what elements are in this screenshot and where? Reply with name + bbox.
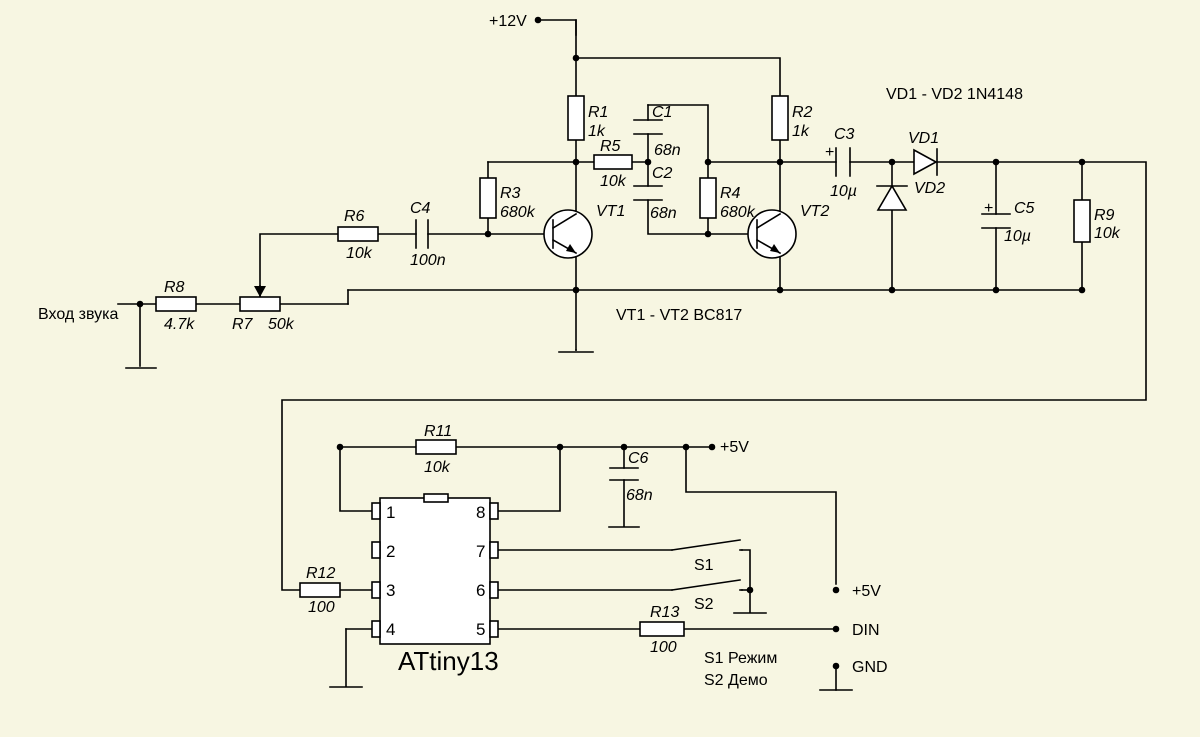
- capacitor-c4: [415, 219, 429, 249]
- pin-6-label: 6: [476, 581, 485, 600]
- transistor-vt2: [747, 209, 797, 259]
- r9-value: 10k: [1094, 225, 1121, 242]
- resistor-r1: [567, 95, 585, 141]
- c3-polarity: +: [825, 144, 834, 161]
- c4-ref: C4: [410, 200, 431, 217]
- resistor-r5: [593, 154, 633, 170]
- legend-s2: S2 Демо: [704, 672, 768, 689]
- rail-plus5-out-label: +5V: [852, 583, 881, 600]
- capacitor-c2: [633, 185, 663, 201]
- junction-dots: [136, 16, 1086, 670]
- c3-ref: C3: [834, 126, 855, 143]
- ground-symbols: [125, 351, 853, 691]
- c5-value: 10µ: [1004, 228, 1031, 245]
- pin-2-label: 2: [386, 542, 395, 561]
- pin-7-label: 7: [476, 542, 485, 561]
- r13-value: 100: [650, 639, 677, 656]
- r4-ref: R4: [720, 185, 741, 202]
- capacitor-c6: [609, 467, 639, 481]
- resistor-r12: [299, 582, 341, 598]
- wiper-arrow-icon: [254, 286, 266, 297]
- capacitor-c1: [633, 119, 663, 135]
- resistor-r6: [337, 226, 379, 242]
- c3-value: 10µ: [830, 183, 857, 200]
- r7-value: 50k: [268, 316, 295, 333]
- pin-4-label: 4: [386, 620, 395, 639]
- r9-ref: R9: [1094, 207, 1115, 224]
- s2-ref: S2: [694, 596, 714, 613]
- rail-plus5-top-label: +5V: [720, 439, 749, 456]
- diodes: [876, 148, 938, 211]
- c6-ref: C6: [628, 450, 649, 467]
- pin-1-label: 1: [386, 503, 395, 522]
- c4-value: 100n: [410, 252, 446, 269]
- r8-value: 4.7k: [164, 316, 195, 333]
- labels: +12V VD1 - VD2 1N4148 VT1 - VT2 BC817 Вх…: [38, 13, 1121, 689]
- resistor-r8: [155, 296, 197, 312]
- resistor-r2: [771, 95, 789, 141]
- chip-name: ATtiny13: [398, 646, 499, 676]
- pin-8-label: 8: [476, 503, 485, 522]
- r1-value: 1k: [588, 123, 606, 140]
- r5-ref: R5: [600, 138, 621, 155]
- r3-ref: R3: [500, 185, 521, 202]
- legend-s1: S1 Режим: [704, 650, 777, 667]
- input-label: Вход звука: [38, 306, 118, 323]
- r5-value: 10k: [600, 173, 627, 190]
- r7-ref: R7: [232, 316, 254, 333]
- c5-polarity: +: [984, 200, 993, 217]
- switch-s1: [671, 539, 743, 551]
- diode-vd1: [913, 148, 938, 176]
- resistor-r4: [699, 177, 717, 219]
- resistors: [155, 95, 1091, 637]
- vd1-ref: VD1: [908, 130, 939, 147]
- r12-ref: R12: [306, 565, 335, 582]
- capacitor-c5: [981, 213, 1011, 229]
- resistor-r7: [239, 296, 281, 312]
- r4-value: 680k: [720, 204, 756, 221]
- r13-ref: R13: [650, 604, 679, 621]
- resistor-r3: [479, 177, 497, 219]
- resistor-r13: [639, 621, 685, 637]
- c1-value: 68n: [654, 142, 681, 159]
- c5-ref: C5: [1014, 200, 1035, 217]
- transistor-vt1: [543, 209, 593, 259]
- capacitors: [415, 119, 1011, 481]
- vt2-ref: VT2: [800, 203, 829, 220]
- r2-ref: R2: [792, 104, 813, 121]
- resistor-r11: [415, 439, 457, 455]
- resistor-r9: [1073, 199, 1091, 243]
- switch-s2: [671, 579, 743, 591]
- c6-value: 68n: [626, 487, 653, 504]
- r3-value: 680k: [500, 204, 536, 221]
- transistors-note: VT1 - VT2 BC817: [616, 307, 742, 324]
- r12-value: 100: [308, 599, 335, 616]
- r1-ref: R1: [588, 104, 608, 121]
- capacitor-c3: [835, 147, 851, 177]
- r8-ref: R8: [164, 279, 185, 296]
- r6-value: 10k: [346, 245, 373, 262]
- pin-5-label: 5: [476, 620, 485, 639]
- attiny13-chip: [371, 493, 499, 645]
- r2-value: 1k: [792, 123, 810, 140]
- gnd-label: GND: [852, 659, 888, 676]
- s1-ref: S1: [694, 557, 714, 574]
- r11-ref: R11: [424, 423, 452, 440]
- vd2-ref: VD2: [914, 180, 945, 197]
- r11-value: 10k: [424, 459, 451, 476]
- diode-vd2: [876, 184, 908, 211]
- wires: [117, 19, 1147, 691]
- c2-value: 68n: [650, 205, 677, 222]
- rail-plus12-label: +12V: [489, 13, 527, 30]
- din-label: DIN: [852, 622, 880, 639]
- c2-ref: C2: [652, 165, 673, 182]
- vt1-ref: VT1: [596, 203, 625, 220]
- diodes-note: VD1 - VD2 1N4148: [886, 86, 1023, 103]
- r6-ref: R6: [344, 208, 365, 225]
- pin-3-label: 3: [386, 581, 395, 600]
- c1-ref: C1: [652, 104, 672, 121]
